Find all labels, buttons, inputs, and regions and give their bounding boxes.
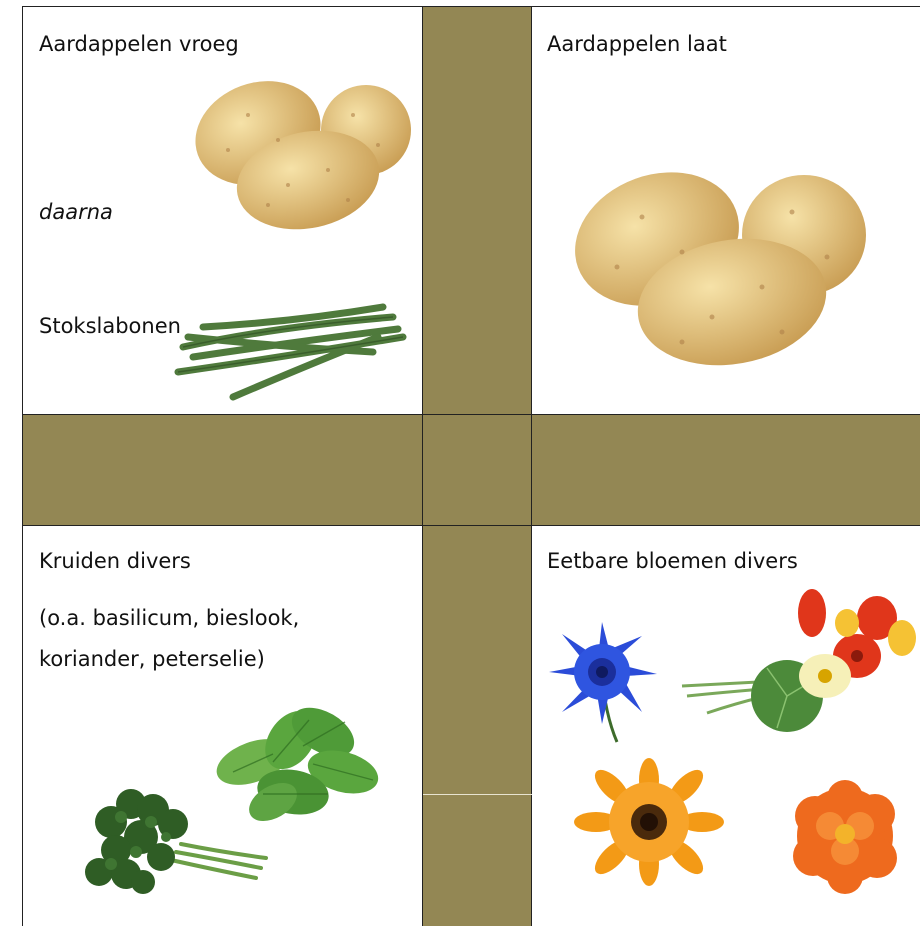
marigold-image [785, 776, 915, 896]
herbs-note-line-2: koriander, peterselie) [39, 646, 265, 672]
parsley-image [81, 782, 281, 902]
path-crossing [422, 414, 532, 526]
then-label: daarna [39, 199, 113, 225]
path-vertical-top [422, 6, 532, 414]
path-divider-line [423, 794, 533, 795]
calendula-image [584, 762, 714, 882]
nasturtium-image [677, 588, 917, 738]
bed-title: Aardappelen vroeg [39, 31, 239, 57]
herbs-note-line-1: (o.a. basilicum, bieslook, [39, 605, 299, 631]
path-horizontal-left [22, 414, 422, 526]
bed-herbs: Kruiden divers (o.a. basilicum, bieslook… [22, 526, 422, 926]
bed-title: Kruiden divers [39, 548, 191, 574]
path-vertical-bottom [422, 526, 532, 926]
beans-label: Stokslabonen [39, 313, 181, 339]
bed-title: Eetbare bloemen divers [547, 548, 798, 574]
cornflower-image [547, 614, 667, 744]
potatoes-image [572, 167, 872, 377]
bed-title: Aardappelen laat [547, 31, 727, 57]
potatoes-image [188, 75, 418, 235]
bed-edible-flowers: Eetbare bloemen divers [532, 526, 920, 926]
path-horizontal-right [532, 414, 920, 526]
bed-late-potatoes: Aardappelen laat [532, 6, 920, 414]
bed-early-potatoes: Aardappelen vroeg daarna [22, 6, 422, 414]
green-beans-image [173, 287, 413, 407]
